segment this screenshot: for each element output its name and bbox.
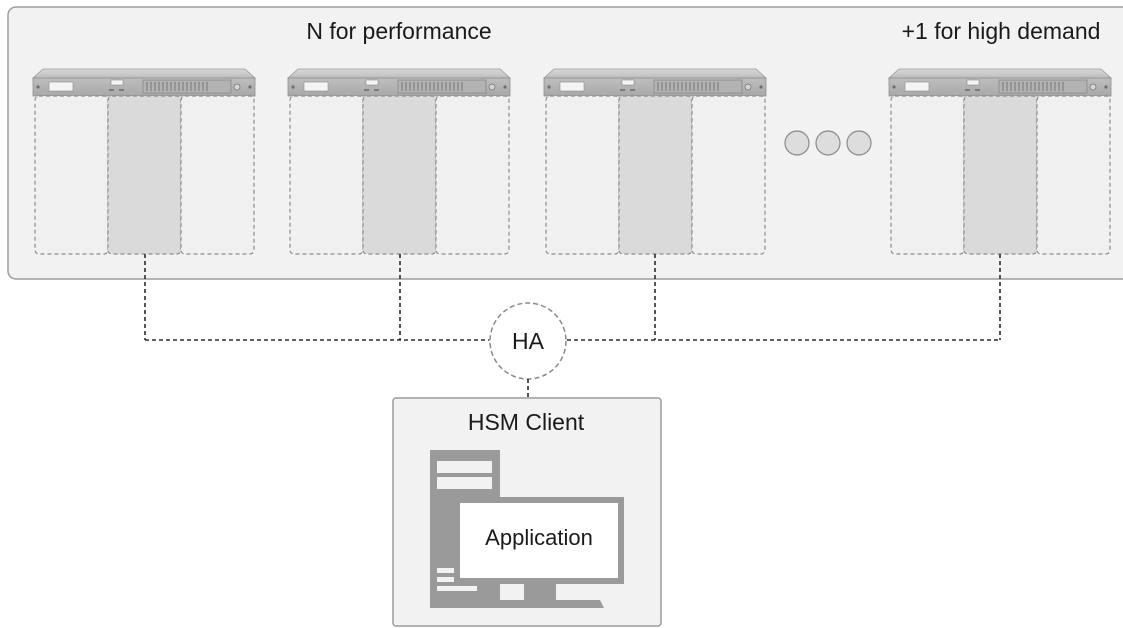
client-label: HSM Client	[468, 409, 585, 435]
hsm-unit-1	[32, 68, 256, 255]
ha-label: HA	[512, 328, 545, 354]
application-label: Application	[485, 525, 593, 550]
ellipsis-dot	[784, 130, 810, 156]
ellipsis-dot	[846, 130, 872, 156]
high-demand-label: +1 for high demand	[902, 18, 1101, 44]
ha-connections	[144, 254, 1001, 341]
performance-label: N for performance	[306, 18, 491, 44]
hsm-unit-3	[543, 68, 767, 255]
hsm-unit-spare	[888, 68, 1112, 255]
monitor-icon	[454, 497, 624, 608]
ellipsis-dot	[815, 130, 841, 156]
more-units-ellipsis	[784, 130, 872, 156]
hsm-unit-2	[287, 68, 511, 255]
